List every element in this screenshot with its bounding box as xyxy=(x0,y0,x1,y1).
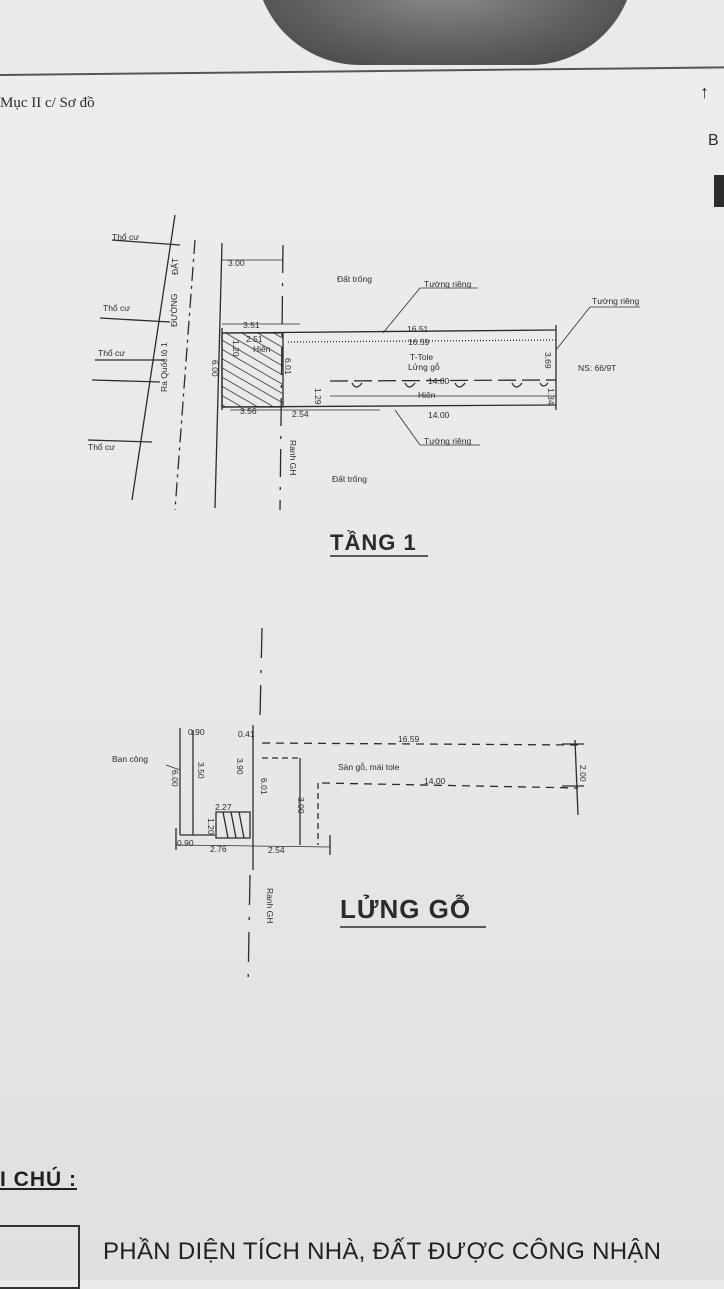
label-hien: Hiên xyxy=(418,390,436,400)
label-ban-cong: Ban công xyxy=(112,754,148,764)
dim-text: 2.00 xyxy=(578,765,588,782)
dim-text: 3.56 xyxy=(240,406,257,416)
dim-text: 3.51 xyxy=(243,320,260,330)
dim-text: 14.00 xyxy=(428,410,450,420)
street-edge-right xyxy=(214,242,223,509)
neighbor-line xyxy=(111,239,181,246)
door-arc xyxy=(404,382,416,388)
floor-line xyxy=(261,742,579,746)
stair-step xyxy=(222,811,229,839)
mezzanine-labels: Ban công Sàn gỗ, mái tole Ranh GH 0.90 0… xyxy=(112,727,588,923)
label-ranh-gh: Ranh GH xyxy=(288,440,298,475)
dim-text: 0.90 xyxy=(188,727,205,737)
label-tuong-rieng: Tường riêng xyxy=(424,436,471,446)
neighbor-line xyxy=(91,379,161,383)
ranh-gh-line xyxy=(259,627,263,719)
dim-text: 2.54 xyxy=(292,409,309,419)
mezzanine-plan xyxy=(165,627,584,989)
dim-text: 1.29 xyxy=(313,388,323,405)
dim-text: 0.90 xyxy=(177,838,194,848)
floor-line xyxy=(574,739,579,816)
label-san-go: Sàn gỗ, mái tole xyxy=(338,762,400,772)
leader-line xyxy=(165,764,181,771)
label-hien: Hiên xyxy=(253,344,271,354)
floor1-caption: TẦNG 1 xyxy=(330,530,417,555)
dim-text: 16.59 xyxy=(408,337,430,347)
dim-text: 0.41 xyxy=(238,729,255,739)
dim-text: 2.76 xyxy=(210,844,227,854)
dim-text: 2.27 xyxy=(215,802,232,812)
dim-text: 1.20 xyxy=(231,340,241,357)
section-title: Mục II c/ Sơ đồ xyxy=(0,95,95,111)
floor-line xyxy=(321,782,579,789)
dim-text: 16.59 xyxy=(398,734,420,744)
floor1-labels: Thổ cư Thổ cư Thổ cư Thổ cư ĐẤT ĐƯỜNG Ra… xyxy=(88,232,639,484)
bowl-object xyxy=(255,0,635,65)
legend-title: I CHÚ : xyxy=(0,1168,77,1191)
label-ns: NS: 66/9T xyxy=(578,363,616,373)
hatched-area xyxy=(221,332,284,408)
dim-text: 6.01 xyxy=(283,358,293,375)
leader-line xyxy=(394,409,421,446)
stair-step xyxy=(238,811,245,839)
label-t-tole: T-Tole xyxy=(410,352,433,362)
label-tuong-rieng: Tường riêng xyxy=(592,296,639,306)
floor1-plan xyxy=(87,214,640,557)
dim-text: 6.00 xyxy=(170,770,180,787)
ranh-gh-line xyxy=(279,244,284,511)
street-centerline xyxy=(174,239,196,511)
dim-text: 1.34 xyxy=(546,388,556,405)
legend-swatch xyxy=(0,1225,80,1289)
dim-text: 2.51 xyxy=(246,334,263,344)
street-edge-left xyxy=(131,214,176,501)
edge-arrow-icon: ↑ xyxy=(700,82,709,102)
dim-text: 3.50 xyxy=(196,762,206,779)
dim-text: 1.20 xyxy=(206,818,216,835)
document-page xyxy=(0,70,724,1280)
dim-text: 14.00 xyxy=(424,776,446,786)
dim-text: 3.00 xyxy=(296,797,306,814)
dim-text: 6.01 xyxy=(259,778,269,795)
leader-line xyxy=(555,306,591,351)
door-arc xyxy=(351,382,363,388)
neighbor-line xyxy=(99,317,171,323)
legend-text: PHẦN DIỆN TÍCH NHÀ, ĐẤT ĐƯỢC CÔNG NHẬN xyxy=(103,1238,662,1265)
label-road-name: Ra Quốc lộ 1 xyxy=(159,342,169,392)
dim-text: 3.90 xyxy=(235,758,245,775)
stairs xyxy=(215,811,251,839)
dim-text: 3.69 xyxy=(543,352,553,369)
label-ranh-gh: Ranh GH xyxy=(265,888,275,923)
label-dat-trong: Đất trống xyxy=(337,274,372,284)
dim-text: 3.00 xyxy=(228,258,245,268)
door-arc xyxy=(454,382,466,388)
label-tuong-rieng: Tường riêng xyxy=(424,279,471,289)
dim-text: 14.00 xyxy=(428,376,450,386)
mezzanine-caption: LỬNG GỖ xyxy=(340,893,471,924)
label-duong: ĐƯỜNG xyxy=(169,294,179,327)
dim-text: 16.51 xyxy=(407,324,429,334)
dim-line xyxy=(175,844,331,848)
dim-line xyxy=(329,379,557,382)
dim-text: 6.00 xyxy=(210,360,220,377)
ranh-gh-line xyxy=(247,874,251,989)
door-arc xyxy=(511,382,523,388)
label-tho-cu: Thổ cư xyxy=(112,232,139,242)
edge-mark xyxy=(714,175,724,207)
edge-letter: B xyxy=(708,132,719,149)
label-tho-cu: Thổ cư xyxy=(103,303,130,313)
dim-text: 2.54 xyxy=(268,845,285,855)
label-tho-cu: Thổ cư xyxy=(98,348,125,358)
leader-line xyxy=(382,287,421,334)
stair-step xyxy=(230,811,237,839)
door-arc xyxy=(539,382,549,387)
label-lung-go: Lửng gỗ xyxy=(408,362,440,372)
label-dat: ĐẤT xyxy=(170,258,180,275)
neighbor-line xyxy=(87,439,153,443)
label-tho-cu: Thổ cư xyxy=(88,442,115,452)
label-dat-trong: Đất trống xyxy=(332,474,367,484)
